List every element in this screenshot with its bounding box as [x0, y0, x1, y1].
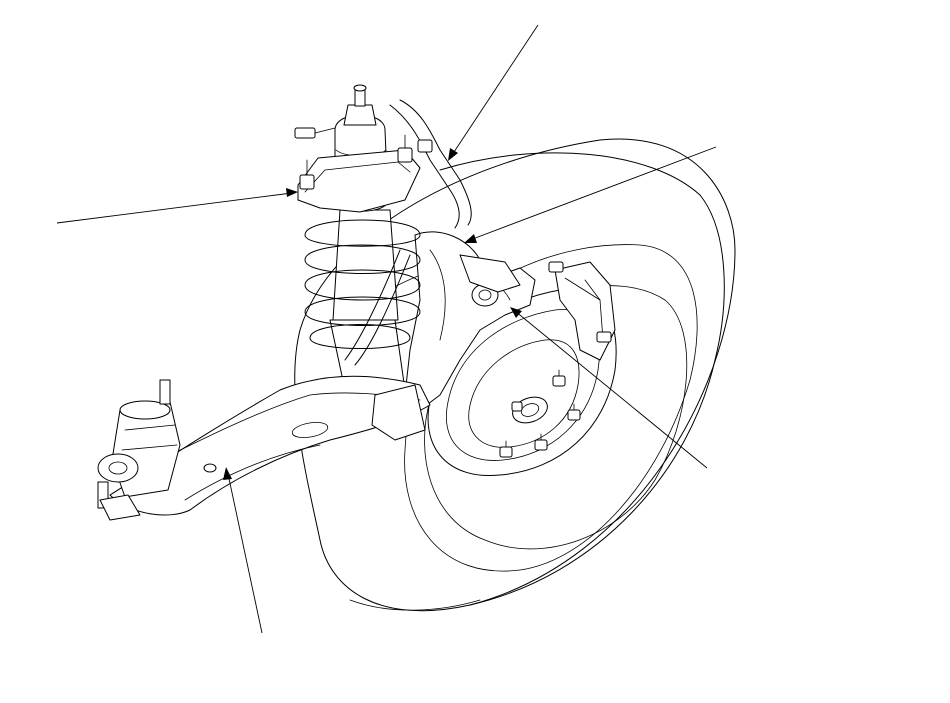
- upper-mount: [294, 127, 421, 213]
- wheel-studs: [499, 369, 581, 458]
- knuckle-callout: [510, 307, 708, 469]
- ball-joint-callout: [464, 146, 717, 243]
- stabilizer-link: [344, 99, 472, 366]
- strut-assembly: [304, 84, 421, 391]
- upper-mount-callout: [56, 188, 298, 224]
- steering-knuckle: [404, 231, 536, 411]
- stabilizer-link-callout: [448, 24, 539, 161]
- lower-arm-callout: [223, 467, 263, 634]
- lower-control-arm: [97, 375, 431, 521]
- hub-callout: [564, 277, 601, 301]
